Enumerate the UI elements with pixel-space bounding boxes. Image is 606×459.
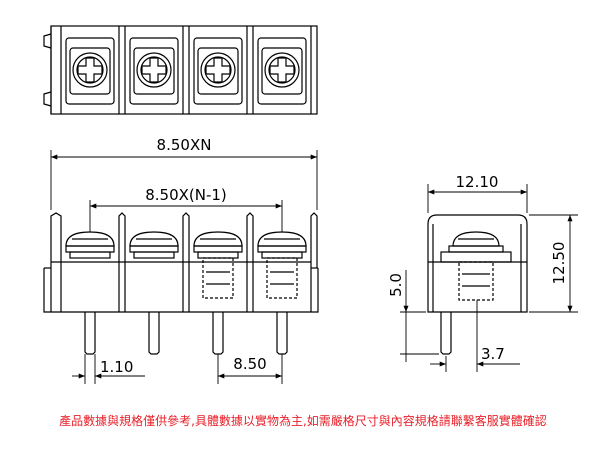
side-screw-head bbox=[452, 231, 500, 247]
front-pin-4 bbox=[276, 312, 288, 355]
top-screw-4 bbox=[257, 37, 307, 105]
dim-side-height: 12.50 bbox=[550, 242, 568, 285]
dim-pitch-span: 8.50X(N-1) bbox=[145, 186, 227, 204]
front-dimension-lines bbox=[50, 150, 318, 384]
top-view-outline bbox=[50, 25, 318, 115]
disclaimer-note: 產品數據與規格僅供參考,具體數據以實物為主,如需嚴格尺寸與內容規格請聯繫客服實體… bbox=[59, 414, 547, 428]
side-pin bbox=[440, 312, 452, 355]
dim-pin-width: 1.10 bbox=[100, 358, 133, 376]
top-screw-2 bbox=[129, 37, 179, 105]
side-body bbox=[427, 214, 528, 313]
side-dimension-lines bbox=[400, 184, 578, 372]
dim-pitch: 8.50 bbox=[233, 355, 266, 373]
front-screw-4 bbox=[257, 231, 307, 299]
top-view-clip-lower bbox=[43, 91, 52, 107]
top-screw-3 bbox=[193, 37, 243, 105]
dim-total-width: 8.50XN bbox=[157, 136, 212, 154]
front-screw-3 bbox=[193, 231, 243, 299]
top-screw-1 bbox=[65, 37, 115, 105]
front-screw-1 bbox=[65, 231, 115, 259]
front-body bbox=[43, 268, 319, 313]
dim-pin-offset: 3.7 bbox=[481, 345, 505, 363]
top-view-clip-upper bbox=[43, 33, 52, 49]
front-view bbox=[43, 212, 319, 355]
front-pin-3 bbox=[212, 312, 224, 355]
top-view bbox=[43, 25, 318, 115]
front-pin-2 bbox=[148, 312, 160, 355]
front-screw-2 bbox=[129, 231, 179, 259]
side-view bbox=[427, 214, 528, 355]
dim-side-width: 12.10 bbox=[456, 173, 499, 191]
front-pin-1 bbox=[84, 312, 96, 355]
dim-pin-offset-height: 5.0 bbox=[387, 273, 405, 297]
